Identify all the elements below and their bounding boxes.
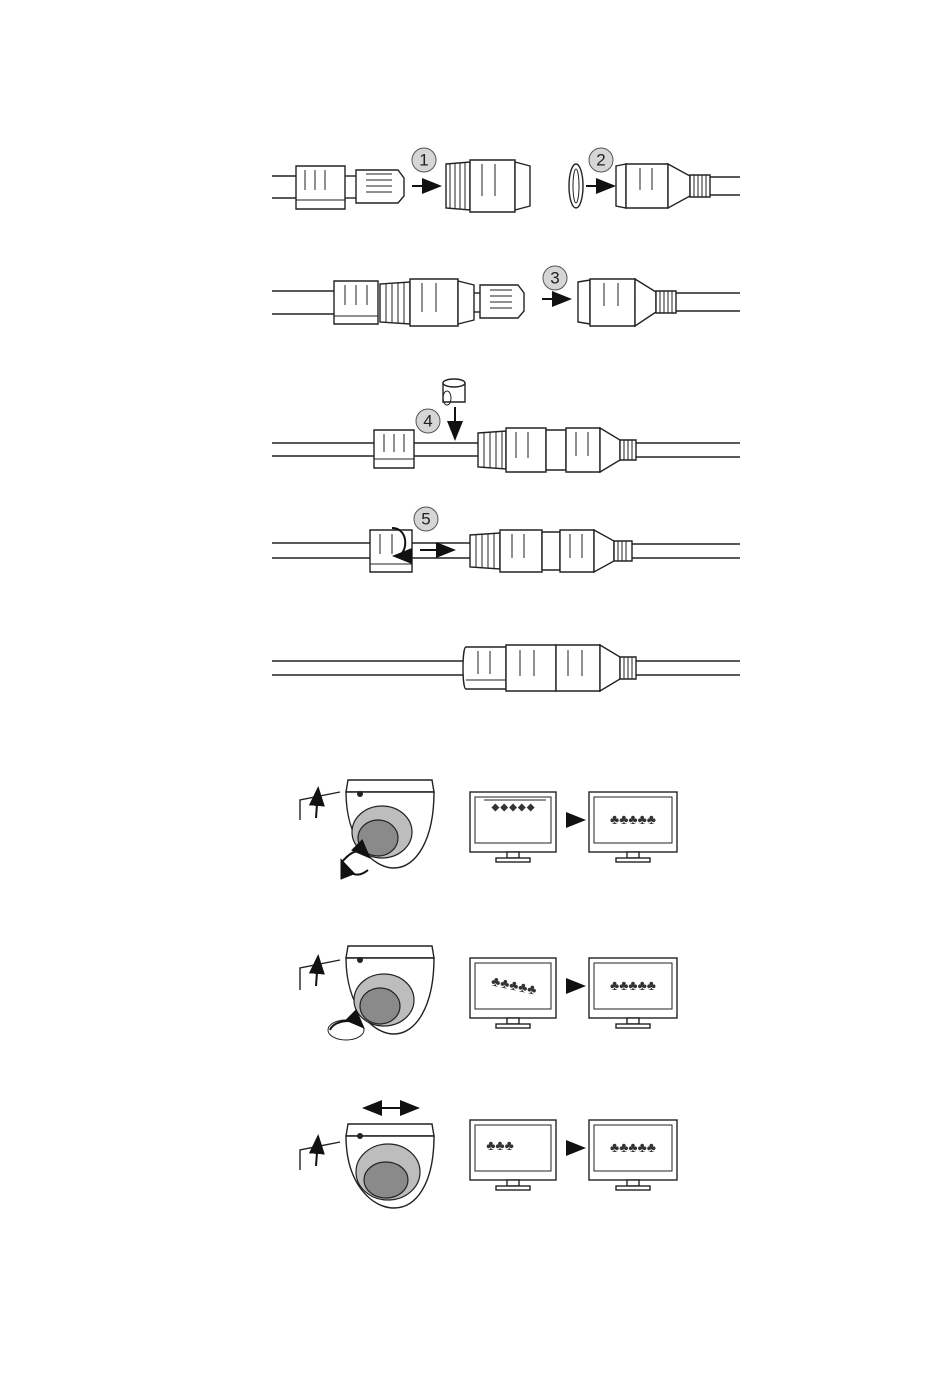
row-3-cable-assembly: 4 bbox=[272, 379, 740, 472]
adjust-rotate-row: ♣♣♣♣♣ ♣♣♣♣♣ bbox=[300, 946, 677, 1040]
svg-text:♣♣♣: ♣♣♣ bbox=[486, 1137, 514, 1153]
threaded-coupler bbox=[446, 160, 530, 212]
monitor-icon: ♣♣♣♣♣ bbox=[589, 792, 677, 862]
adjust-pan-row: ♣♣♣ ♣♣♣♣♣ bbox=[300, 1108, 677, 1208]
monitor-icon: ⯁⯁⯁⯁⯁ bbox=[470, 792, 556, 862]
row-2-cable-assembly: 3 bbox=[272, 266, 740, 326]
step-5-badge: 5 bbox=[414, 507, 438, 531]
row-4-cable-assembly: 5 bbox=[272, 507, 740, 572]
monitor-icon: ♣♣♣ bbox=[470, 1120, 556, 1190]
dome-camera-icon bbox=[346, 1124, 434, 1208]
monitor-icon: ♣♣♣♣♣ bbox=[470, 958, 556, 1028]
hex-key-icon bbox=[300, 958, 340, 990]
rj45-plug-icon bbox=[356, 170, 404, 203]
hex-key-icon bbox=[300, 790, 340, 820]
o-ring bbox=[569, 164, 583, 208]
step-2-badge: 2 bbox=[589, 148, 613, 172]
step-2-label: 2 bbox=[596, 151, 605, 170]
step-4-label: 4 bbox=[423, 412, 432, 431]
svg-text:♣♣♣♣♣: ♣♣♣♣♣ bbox=[610, 811, 656, 827]
dome-camera-icon bbox=[346, 780, 434, 868]
row-5-assembled-connector bbox=[272, 645, 740, 691]
svg-text:♣♣♣♣♣: ♣♣♣♣♣ bbox=[610, 1139, 656, 1155]
svg-text:⯁⯁⯁⯁⯁: ⯁⯁⯁⯁⯁ bbox=[491, 803, 535, 815]
rubber-seal bbox=[443, 379, 465, 405]
step-3-label: 3 bbox=[550, 269, 559, 288]
camera-connector bbox=[616, 164, 710, 208]
adjust-tilt-row: ⯁⯁⯁⯁⯁ ♣♣♣♣♣ bbox=[300, 780, 677, 875]
step-5-label: 5 bbox=[421, 510, 430, 529]
rj45-plug-icon bbox=[480, 285, 524, 318]
camera-connector bbox=[578, 279, 676, 326]
hex-key-icon bbox=[300, 1138, 340, 1170]
step-1-badge: 1 bbox=[412, 148, 436, 172]
monitor-icon: ♣♣♣♣♣ bbox=[589, 1120, 677, 1190]
row-1-cable-assembly: 1 2 bbox=[272, 148, 740, 212]
step-3-badge: 3 bbox=[543, 266, 567, 290]
monitor-icon: ♣♣♣♣♣ bbox=[589, 958, 677, 1028]
step-1-label: 1 bbox=[419, 151, 428, 170]
step-4-badge: 4 bbox=[416, 409, 440, 433]
svg-text:♣♣♣♣♣: ♣♣♣♣♣ bbox=[610, 977, 656, 993]
dome-camera-icon bbox=[346, 946, 434, 1034]
